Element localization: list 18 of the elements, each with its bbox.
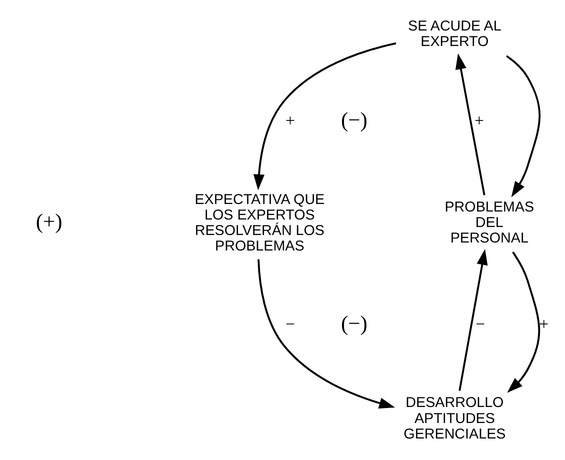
node-text: DESARROLLO APTITUDES GERENCIALES bbox=[403, 395, 506, 442]
edge-label: − bbox=[475, 314, 485, 334]
label: (−) bbox=[340, 311, 367, 336]
edge-label: − bbox=[284, 314, 294, 334]
arrow bbox=[257, 259, 394, 409]
edge-label: + bbox=[284, 111, 294, 130]
arrow bbox=[506, 55, 540, 198]
arrow bbox=[454, 53, 485, 196]
arrow bbox=[458, 249, 488, 391]
edge-label: + bbox=[538, 314, 548, 334]
arrow bbox=[252, 42, 396, 190]
node-text: EXPECTATIVA QUE LOS EXPERTOS RESOLVERÁN LOS PROBLEMAS bbox=[194, 192, 324, 254]
label: (+) bbox=[35, 210, 62, 234]
arrow bbox=[506, 252, 540, 393]
node-text: PROBLEMAS DEL PERSONAL bbox=[444, 200, 534, 247]
edge-label: + bbox=[474, 111, 484, 130]
node-text: SE ACUDE AL EXPERTO bbox=[408, 18, 501, 50]
label: (−) bbox=[340, 108, 367, 132]
